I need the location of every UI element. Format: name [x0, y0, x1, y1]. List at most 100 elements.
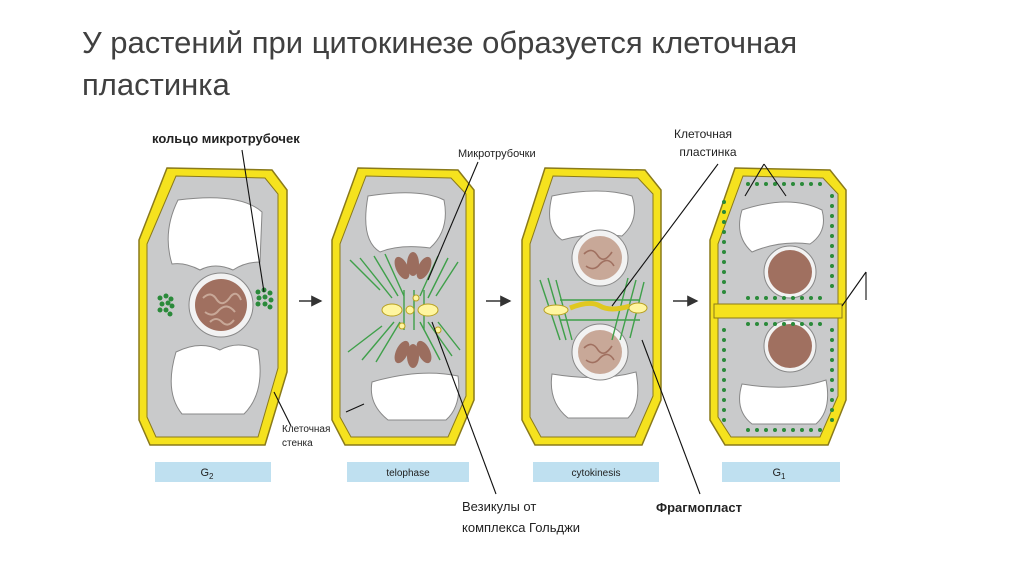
vacuole-top: [167, 197, 263, 271]
vacuole-top: [549, 190, 635, 241]
microtubule-dot: [755, 296, 759, 300]
microtubule-dot: [809, 182, 813, 186]
microtubule-dot: [791, 296, 795, 300]
microtubule-dot: [818, 296, 822, 300]
microtubule-dot: [830, 224, 834, 228]
vacuole-bottom: [370, 372, 460, 421]
microtubule-dot: [722, 338, 726, 342]
microtubule-dot: [755, 322, 759, 326]
microtubule-dot: [722, 398, 726, 402]
leader-plate-2: [744, 163, 765, 197]
microtubule-dot: [791, 322, 795, 326]
microtubule-dot: [830, 204, 834, 208]
cell-g1: [709, 167, 847, 446]
microtubule-dot: [830, 348, 834, 352]
microtubule-dot: [809, 296, 813, 300]
leader-plate-1: [611, 163, 719, 307]
microtubule-dot: [773, 428, 777, 432]
microtubule-dot: [722, 200, 726, 204]
microtubule-ring-left: [157, 293, 175, 317]
microtubule-dot: [830, 368, 834, 372]
microtubule-dot: [830, 418, 834, 422]
spindle-microtubules: [347, 253, 461, 363]
microtubule-dot: [722, 418, 726, 422]
annotation-labels: кольцо микротрубочек Микротрубочки Клето…: [152, 127, 742, 535]
chromatin-top: [583, 249, 615, 270]
leader-phragmoplast: [641, 339, 701, 495]
microtubule-dot: [830, 408, 834, 412]
microtubule-dot: [746, 428, 750, 432]
chromosomes-top: [394, 252, 432, 280]
nucleus-lower: [768, 324, 812, 368]
microtubule-dot: [830, 388, 834, 392]
slide-title-line-2: пластинка: [82, 67, 230, 102]
cortical-microtubule-dots: [722, 182, 834, 432]
microtubule-dot: [746, 296, 750, 300]
microtubule-dot: [746, 322, 750, 326]
microtubule-dot: [791, 428, 795, 432]
new-cell-wall: [713, 303, 843, 319]
microtubule-dot: [830, 234, 834, 238]
microtubule-dot: [830, 358, 834, 362]
slide-title-line-1: У растений при цитокинезе образуется кле…: [82, 25, 798, 60]
vacuole-top: [365, 192, 446, 253]
microtubule-dot: [722, 240, 726, 244]
microtubule-dot: [722, 368, 726, 372]
microtubule-dot: [830, 398, 834, 402]
microtubule-dot: [722, 270, 726, 274]
microtubule-dot: [722, 210, 726, 214]
stage-label-g1: G1: [772, 467, 786, 481]
slide-title: У растений при цитокинезе образуется кле…: [82, 22, 982, 106]
label-wall-2: стенка: [282, 438, 313, 449]
vacuole-bottom: [170, 344, 261, 415]
leader-ring: [241, 149, 265, 293]
microtubule-dot: [809, 428, 813, 432]
golgi-vesicles: [381, 294, 442, 334]
microtubule-dot: [722, 280, 726, 284]
microtubule-dot: [722, 250, 726, 254]
microtubule-dot: [830, 254, 834, 258]
microtubule-dot: [830, 194, 834, 198]
microtubule-dot: [722, 290, 726, 294]
leader-microtubules: [427, 161, 479, 281]
microtubule-dot: [830, 244, 834, 248]
microtubule-dot: [830, 328, 834, 332]
microtubule-dot: [791, 182, 795, 186]
microtubule-dot: [764, 322, 768, 326]
leader-plate-3: [763, 163, 787, 197]
microtubule-dot: [818, 182, 822, 186]
cell-g2: [138, 167, 288, 446]
cell-cytokinesis: [521, 167, 662, 446]
stage-bar-cytokinesis: [533, 462, 659, 482]
stage-bar-g1: [722, 462, 840, 482]
microtubule-dot: [830, 214, 834, 218]
leader-g1-wall: [841, 271, 867, 307]
label-plate-1: Клеточная: [674, 127, 732, 141]
microtubule-dot: [722, 408, 726, 412]
microtubule-dot: [773, 322, 777, 326]
microtubule-dot: [782, 428, 786, 432]
microtubule-dot: [782, 182, 786, 186]
chromosomes-bottom: [394, 340, 432, 368]
stage-label-g2: G2: [200, 467, 214, 481]
stage-bar-telophase: [347, 462, 469, 482]
microtubule-dot: [722, 260, 726, 264]
microtubule-dot: [722, 388, 726, 392]
microtubule-dot: [764, 182, 768, 186]
microtubule-dot: [764, 296, 768, 300]
microtubule-dot: [800, 322, 804, 326]
label-vesicles-2: комплекса Гольджи: [462, 520, 580, 535]
vacuole-upper: [739, 201, 824, 253]
stage-label-cytokinesis: cytokinesis: [572, 468, 621, 479]
microtubule-dot: [782, 296, 786, 300]
microtubule-dot: [782, 322, 786, 326]
microtubule-dot: [722, 328, 726, 332]
chromatin: [202, 292, 242, 326]
microtubule-dot: [830, 264, 834, 268]
microtubule-dot: [755, 182, 759, 186]
forming-cell-plate: [543, 300, 648, 316]
microtubule-dot: [809, 322, 813, 326]
chromatin-bottom: [583, 343, 615, 364]
leader-lines: [241, 149, 867, 495]
